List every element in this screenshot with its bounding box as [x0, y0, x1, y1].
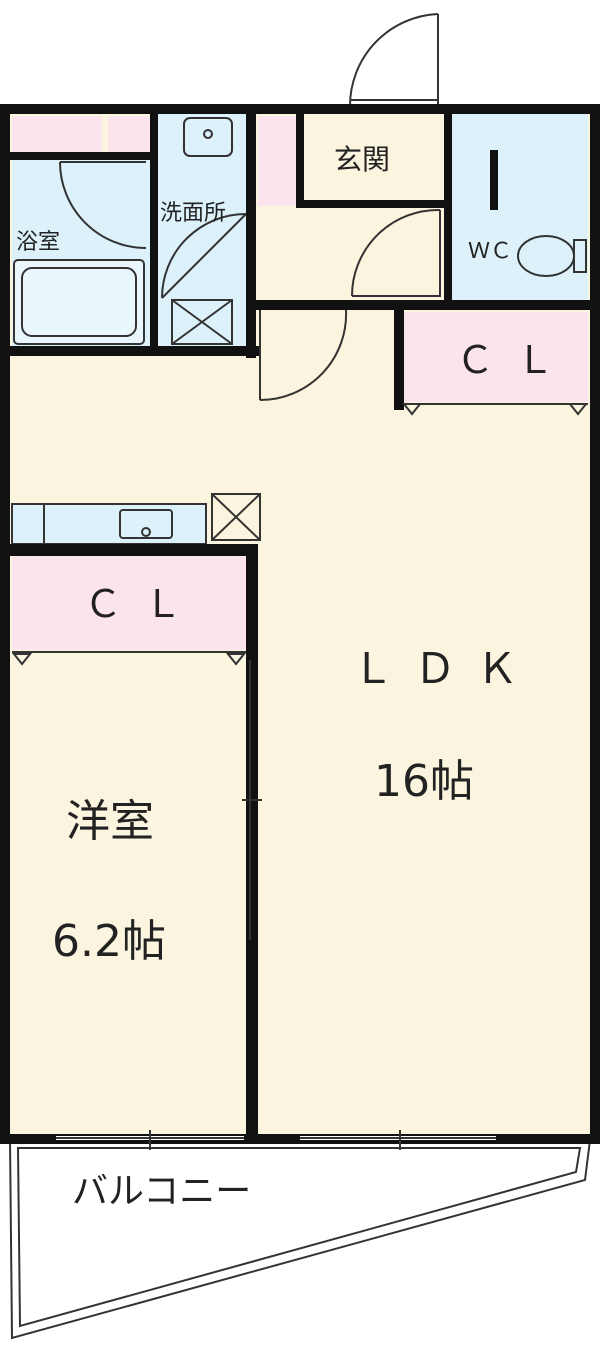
- closet-ldk: [402, 312, 588, 402]
- shelf-1: [12, 116, 102, 152]
- bathtub: [13, 259, 145, 345]
- balcony: [8, 1139, 592, 1340]
- toilet-area: [452, 112, 588, 302]
- washroom-door: [161, 213, 247, 299]
- label-closet-western: ＣＬ: [84, 582, 205, 626]
- shelf-2: [108, 116, 152, 152]
- label-entrance: 玄関: [334, 143, 391, 176]
- washbasin: [183, 117, 233, 157]
- ldk-door: [259, 309, 348, 402]
- shelf-3: [258, 116, 298, 206]
- label-western-size: 6.2帖: [52, 916, 166, 967]
- entrance-door: [348, 13, 439, 107]
- washroom-area: [156, 112, 248, 352]
- closet-rails: [11, 403, 589, 666]
- label-washroom: 洗面所: [160, 201, 227, 226]
- sliding-doors: [56, 660, 496, 1150]
- washing-machine-pan: [171, 299, 233, 345]
- fridge-space: [211, 493, 261, 541]
- label-ldk: ＬＤＫ: [352, 644, 539, 693]
- closet-western: [12, 556, 246, 650]
- label-bath: 浴室: [16, 230, 61, 255]
- kitchen-sink: [43, 504, 173, 544]
- toilet-fixture: [517, 235, 587, 277]
- kitchen-counter: [11, 503, 207, 545]
- label-ldk-size: 16帖: [374, 756, 474, 807]
- label-western: 洋室: [66, 796, 154, 847]
- bath-door: [59, 161, 147, 249]
- label-toilet: ＷＣ: [468, 239, 513, 264]
- label-balcony: バルコニー: [72, 1171, 252, 1212]
- label-closet-ldk: ＣＬ: [456, 338, 577, 382]
- hall-door: [351, 208, 441, 297]
